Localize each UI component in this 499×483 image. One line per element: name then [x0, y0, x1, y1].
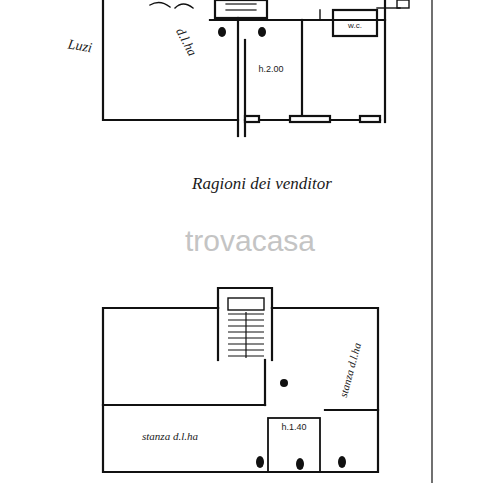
watermark: trovacasa — [185, 224, 315, 257]
height-dimension: h.2.00 — [258, 65, 283, 75]
upper-floor-plan — [103, 0, 409, 136]
room-name: d.l.ha — [173, 26, 200, 59]
lower-floor-plan — [103, 288, 378, 472]
room-name: w.c. — [348, 22, 362, 31]
room-name: stanza d.l.ha — [142, 430, 198, 442]
page-border — [431, 0, 432, 483]
room-name: Luzi — [67, 36, 93, 55]
height-dimension: h.1.40 — [281, 423, 306, 433]
caption-note: Ragioni dei venditor — [192, 175, 332, 194]
stair-rail — [245, 312, 246, 358]
room-name: stanza d.l.ha — [337, 341, 363, 398]
